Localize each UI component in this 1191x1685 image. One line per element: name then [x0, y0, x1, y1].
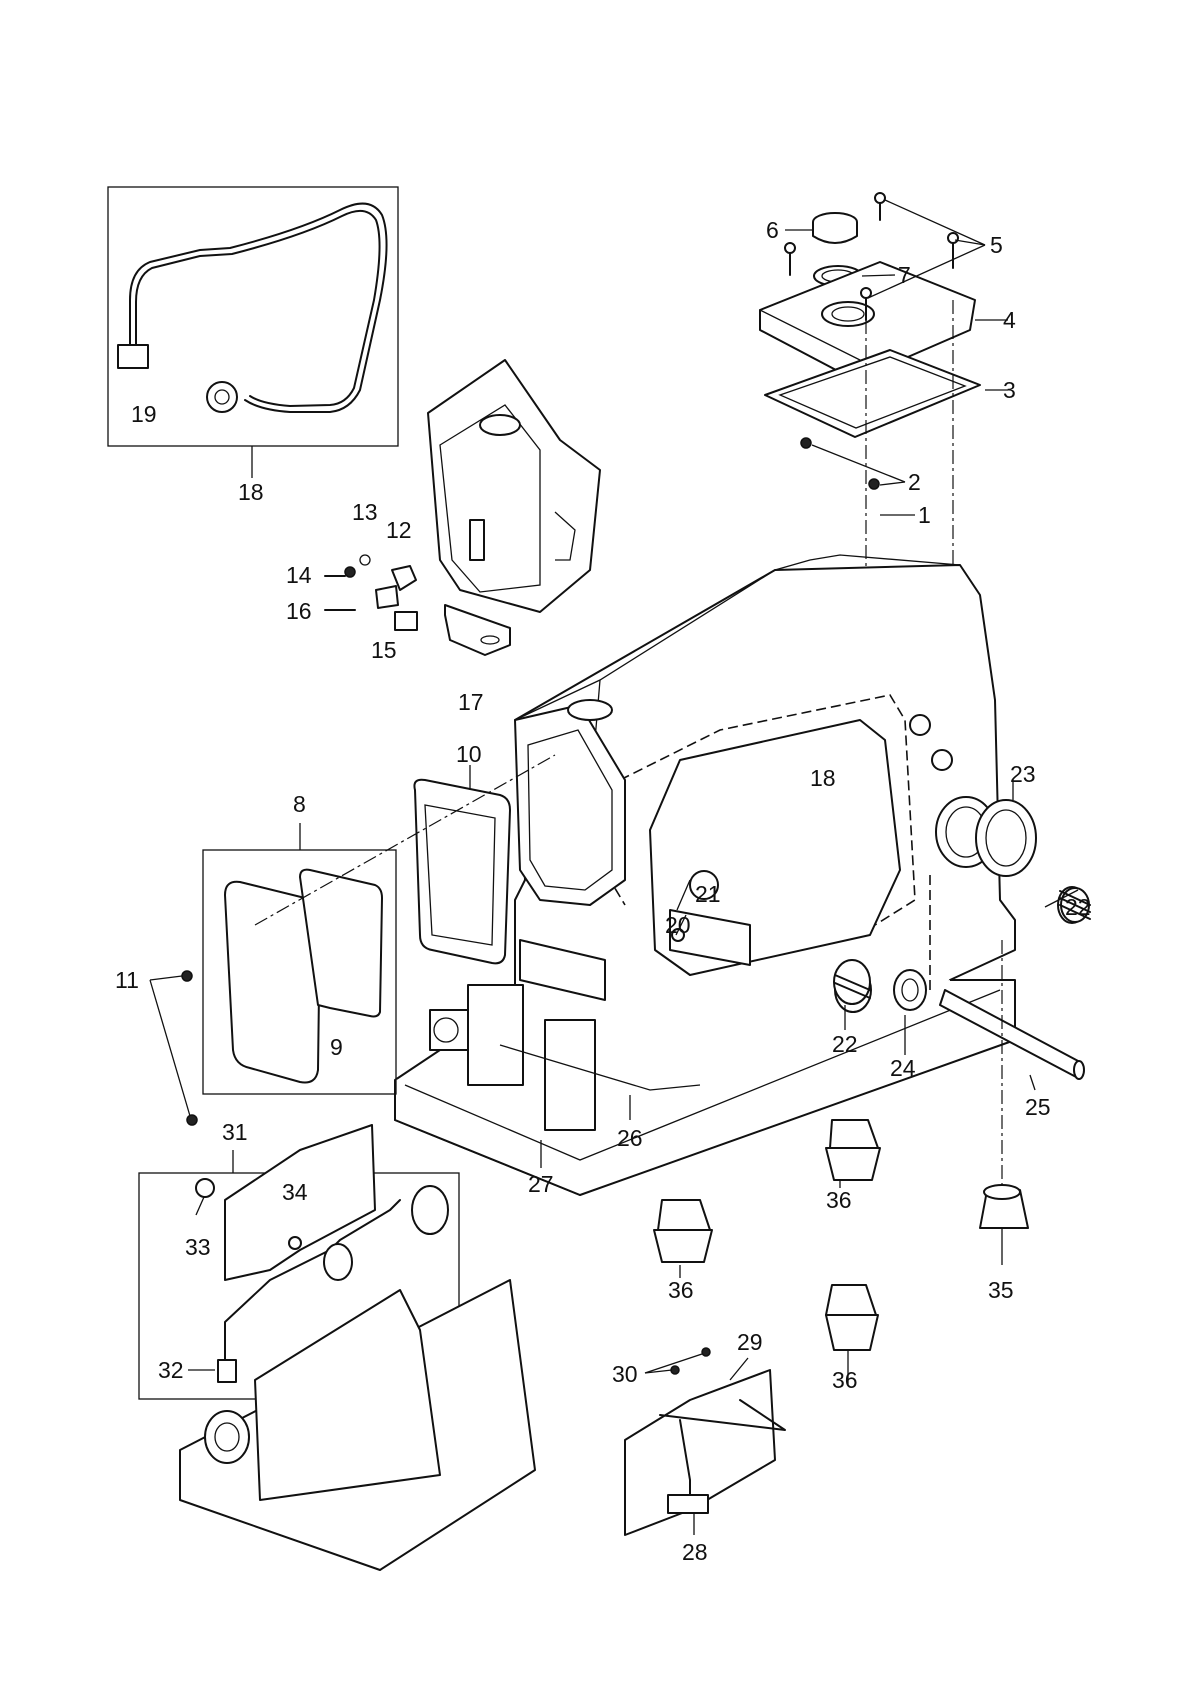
callout-5: 5: [990, 232, 1003, 258]
callout-16: 16: [286, 598, 312, 624]
callout-13: 13: [352, 499, 378, 525]
callout-36-left: 36: [668, 1277, 694, 1303]
callout-20: 20: [665, 912, 691, 938]
callout-6: 6: [766, 217, 779, 243]
callout-8: 8: [293, 791, 306, 817]
callout-12: 12: [386, 517, 412, 543]
callout-32: 32: [158, 1357, 184, 1383]
lower-left-inset: [139, 1125, 535, 1570]
callout-22-right: 22: [1065, 894, 1091, 920]
callout-36-mid: 36: [826, 1187, 852, 1213]
callout-18-body: 18: [810, 765, 836, 791]
callout-1: 1: [918, 502, 931, 528]
callout-34: 34: [282, 1179, 308, 1205]
callout-25: 25: [1025, 1094, 1051, 1120]
callout-3: 3: [1003, 377, 1016, 403]
callout-4: 4: [1003, 307, 1016, 333]
callout-22-left: 22: [832, 1031, 858, 1057]
callout-30: 30: [612, 1361, 638, 1387]
callout-21: 21: [695, 881, 721, 907]
callout-11: 11: [115, 967, 139, 993]
callout-10: 10: [456, 741, 482, 767]
callout-24: 24: [890, 1055, 916, 1081]
callout-36-bottom: 36: [832, 1367, 858, 1393]
callout-18-inset: 18: [238, 479, 264, 505]
top-cover-assembly: [760, 193, 980, 620]
callout-28: 28: [682, 1539, 708, 1565]
callout-15: 15: [371, 637, 397, 663]
callout-29: 29: [737, 1329, 763, 1355]
callout-33: 33: [185, 1234, 211, 1260]
callout-7: 7: [898, 262, 911, 288]
callout-35: 35: [988, 1277, 1014, 1303]
callout-9: 9: [330, 1034, 343, 1060]
callout-27: 27: [528, 1171, 554, 1197]
callout-23: 23: [1010, 761, 1036, 787]
callout-26: 26: [617, 1125, 643, 1151]
callout-2: 2: [908, 469, 921, 495]
callout-17: 17: [458, 689, 484, 715]
harness-inset: [108, 187, 398, 478]
callout-19: 19: [131, 401, 157, 427]
lower-right-bracket: [625, 1348, 785, 1535]
upper-head-view: [428, 360, 600, 612]
callout-14: 14: [286, 562, 312, 588]
callout-31: 31: [222, 1119, 248, 1145]
